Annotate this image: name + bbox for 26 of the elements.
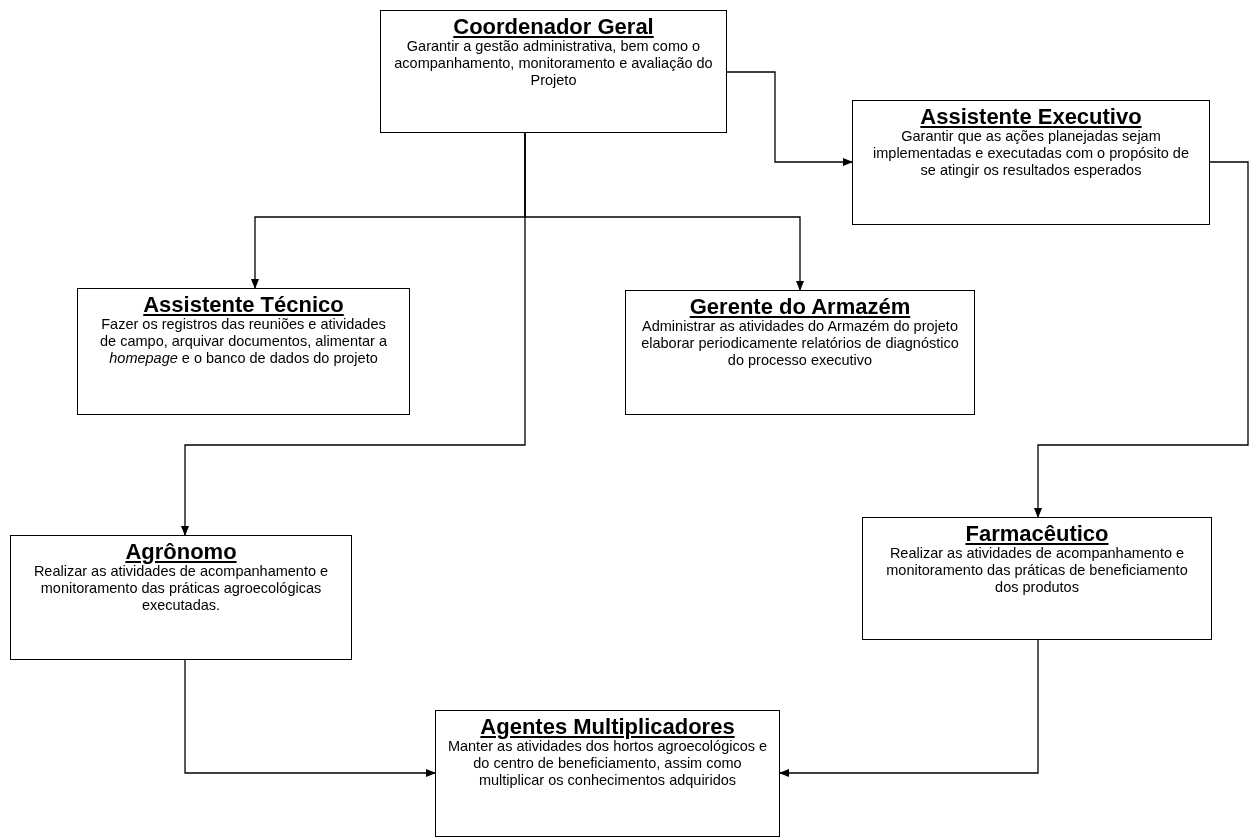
role-title: Agrônomo [125,540,237,564]
role-box [380,10,727,133]
role-title: Agentes Multiplicadores [480,715,735,739]
role-box [435,710,780,837]
role-title: Gerente do Armazém [689,295,911,319]
role-box [10,535,352,660]
role-title: Assistente Técnico [143,293,344,317]
role-description: Manter as atividades dos hortos agroecológicos e do centro de beneficiamento, assim como multiplicar os conhecimentos adquiridos [446,738,769,790]
role-description: Fazer os registros das reuniões e atividades de campo, arquivar documentos, alimentar a homepage e o banco de dados do projeto [99,316,388,368]
role-title: Assistente Executivo [920,105,1142,129]
role-description: Realizar as atividades de acompanhamento e monitoramento das práticas de beneficiamento dos produtos [885,545,1189,597]
connector-arrow [184,659,436,777]
role-box [625,290,975,415]
role-description: Administrar as atividades do Armazém do projeto elaborar periodicamente relatórios de diagnóstico do processo executivo [640,318,960,370]
role-box [77,288,410,415]
connector-arrow [181,132,526,536]
connector-arrow [779,639,1039,777]
role-description: Garantir que as ações planejadas sejam implementadas e executadas com o propósito de se atingir os resultados esperados [872,128,1190,180]
role-box [862,517,1212,640]
role-description: Garantir a gestão administrativa, bem como o acompanhamento, monitoramento e avaliação do Projeto [393,38,714,90]
connector-arrow [1034,161,1249,518]
connector-arrow [726,71,853,166]
role-box [852,100,1210,225]
role-title: Farmacêutico [965,522,1109,546]
role-description: Realizar as atividades de acompanhamento e monitoramento das práticas agroecológicas executadas. [32,563,330,615]
role-title: Coordenador Geral [453,15,654,39]
